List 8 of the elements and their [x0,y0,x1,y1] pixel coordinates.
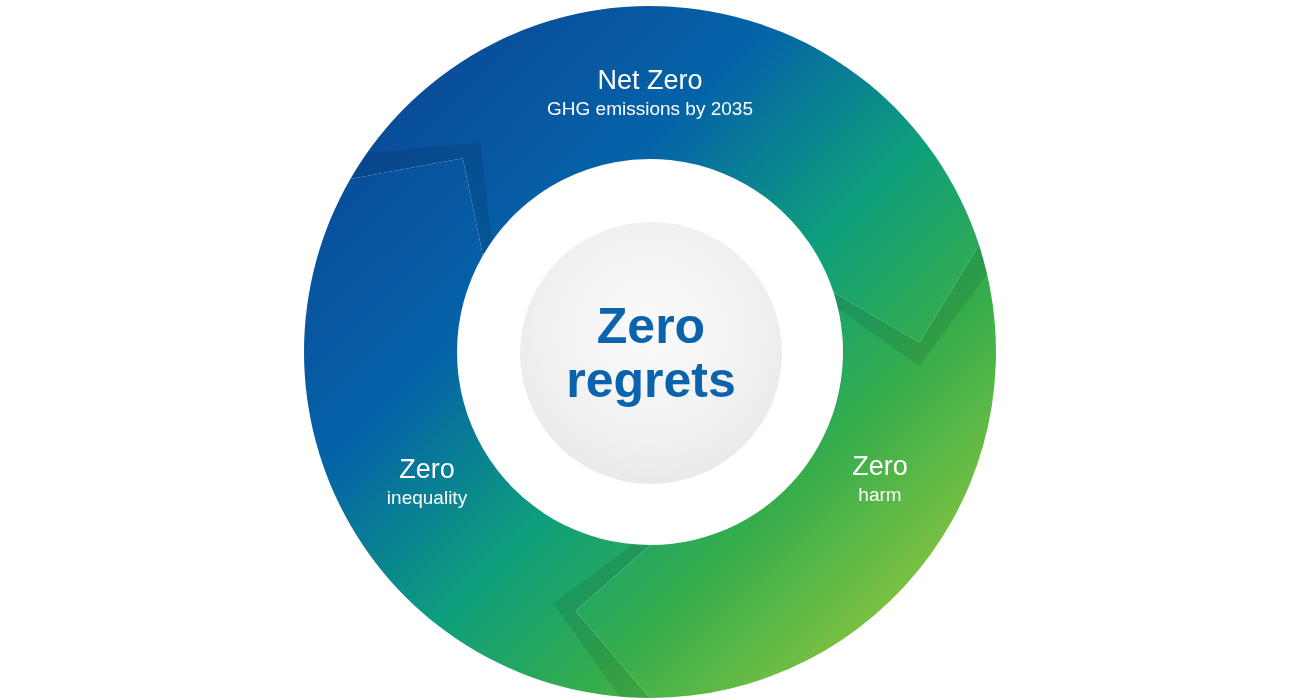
segment-caption: inequality [386,485,468,510]
segment-title: Zero [852,449,908,482]
segment-caption: GHG emissions by 2035 [547,96,753,121]
segment-title: Zero [399,452,455,485]
center-title: Zero regrets [565,299,737,407]
segment-caption: harm [858,482,902,507]
arrow-segment [350,6,980,343]
segment-title: Net Zero [597,63,703,96]
